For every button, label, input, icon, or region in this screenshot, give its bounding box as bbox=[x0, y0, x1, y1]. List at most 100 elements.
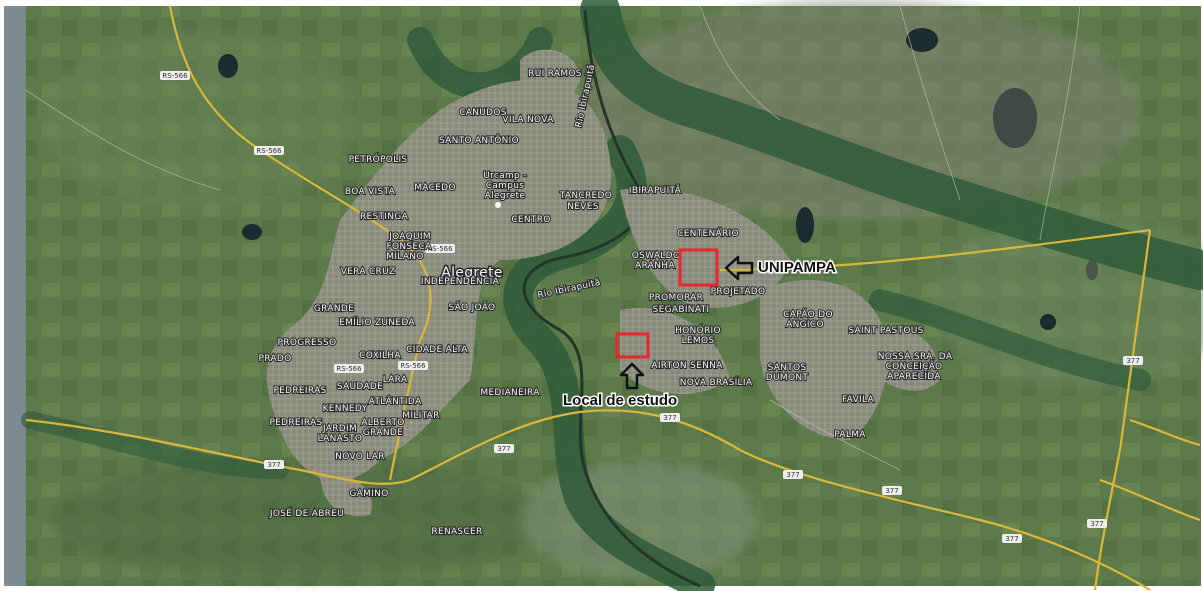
neighborhood-label-angico: ANGICO bbox=[786, 320, 824, 330]
neighborhood-label-cidade-alta: CIDADE ALTA bbox=[406, 345, 468, 355]
svg-text:RS-566: RS-566 bbox=[427, 245, 453, 253]
neighborhood-label-cohilha: COXILHA bbox=[359, 351, 401, 361]
neighborhood-label-militar: MILITAR bbox=[402, 411, 439, 421]
neighborhood-label-santo-antonio: SANTO ANTÔNIO bbox=[439, 134, 519, 146]
shield-rs566-3: RS-566 bbox=[425, 244, 455, 253]
lakes bbox=[218, 28, 1098, 330]
svg-text:Campus: Campus bbox=[486, 181, 524, 191]
unipampa-marker[interactable] bbox=[678, 248, 719, 287]
neighborhood-label-progresso: PROGRESSO bbox=[278, 338, 337, 348]
neighborhood-label-macedo: MACEDO bbox=[414, 183, 456, 193]
neighborhood-label-grande: GRANDE bbox=[314, 304, 354, 314]
svg-text:377: 377 bbox=[663, 414, 676, 422]
neighborhood-label-independencia: INDEPENDÊNCIA bbox=[421, 275, 500, 287]
neighborhood-label-emilio-luneda: EMÍLIO ZUNEDA bbox=[339, 316, 415, 328]
neighborhood-label-centenario: CENTENÁRIO bbox=[677, 227, 739, 239]
neighborhood-label-oswaldo: OSWALDO bbox=[632, 251, 681, 261]
neighborhood-label-vera-cruz: VERA CRUZ bbox=[341, 267, 396, 277]
neighborhood-label-atlantida: ATLÂNTIDA bbox=[369, 395, 422, 407]
unipampa-annotation: UNIPAMPA bbox=[758, 259, 836, 276]
neighborhood-label-nova-brasilia: NOVA BRASÍLIA bbox=[680, 376, 753, 388]
neighborhood-label-jose-de-abreu: JOSÉ DE ABREU bbox=[269, 507, 344, 519]
svg-text:RS-566: RS-566 bbox=[256, 147, 282, 155]
svg-text:Urcamp -: Urcamp - bbox=[483, 171, 527, 181]
neighborhood-label-canudos: CANUDOS bbox=[459, 108, 507, 118]
neighborhood-label-promorar: PROMORAR bbox=[649, 293, 703, 303]
svg-text:RS-566: RS-566 bbox=[336, 365, 362, 373]
svg-text:377: 377 bbox=[267, 461, 280, 469]
neighborhood-label-grande-2: GRANDE bbox=[363, 428, 403, 438]
svg-text:RS-566: RS-566 bbox=[400, 362, 426, 370]
neighborhood-label-joaquim: JOAQUIM bbox=[388, 232, 431, 242]
neighborhood-label-palma: PALMA bbox=[834, 430, 866, 440]
study-site-arrow-icon bbox=[619, 362, 645, 390]
shield-rs566-1: RS-566 bbox=[160, 71, 190, 80]
svg-text:Alegrete: Alegrete bbox=[485, 191, 526, 201]
neighborhood-label-tancredo: TANCREDO bbox=[559, 191, 612, 201]
neighborhood-label-neves: NEVES bbox=[567, 202, 598, 212]
neighborhood-label-projetado: PROJETADO bbox=[711, 287, 766, 297]
svg-text:377: 377 bbox=[497, 445, 510, 453]
neighborhood-label-restinga: RESTINGA bbox=[360, 212, 409, 222]
neighborhood-label-novo-lar: NOVO LAR bbox=[335, 452, 385, 462]
neighborhood-label-rui-ramos: RUI RAMOS bbox=[528, 69, 582, 79]
neighborhood-label-capao-do: CAPÃO DO bbox=[783, 309, 833, 320]
neighborhood-label-vila-nova: VILA NOVA bbox=[502, 115, 554, 125]
neighborhood-label-centro: CENTRO bbox=[511, 215, 550, 225]
shield-377-4: 377 bbox=[783, 470, 803, 479]
neighborhood-label-milano: MILANO bbox=[386, 252, 423, 262]
neighborhood-label-alberto: ALBERTO bbox=[361, 418, 404, 428]
neighborhood-label-jardim: JARDIM bbox=[322, 424, 357, 434]
neighborhood-label-prado: PRADO bbox=[259, 354, 292, 364]
shield-377-3: 377 bbox=[660, 413, 680, 422]
rivers bbox=[522, 9, 701, 588]
shield-377-5: 377 bbox=[882, 486, 902, 495]
neighborhood-label-pedreiras: PEDREIRAS bbox=[273, 386, 326, 396]
urban-area bbox=[266, 49, 940, 516]
road-shields: RS-566 RS-566 RS-566 RS-566 RS-566 377 3… bbox=[160, 71, 1143, 543]
shield-rs566-2: RS-566 bbox=[254, 146, 284, 155]
shield-377-7: 377 bbox=[1087, 519, 1107, 528]
neighborhood-label-nossa-sra: NOSSA SRA. DA bbox=[878, 352, 953, 362]
neighborhood-label-sao-joao: SÃO JOÃO bbox=[449, 302, 496, 313]
svg-text:377: 377 bbox=[1090, 520, 1103, 528]
svg-text:377: 377 bbox=[885, 487, 898, 495]
neighborhood-label-santos: SANTOS bbox=[768, 363, 807, 373]
svg-text:377: 377 bbox=[1126, 357, 1139, 365]
svg-text:377: 377 bbox=[786, 471, 799, 479]
neighborhood-label-ibirapuita: IBIRAPUITÃ bbox=[629, 185, 682, 196]
neighborhood-label-honorio: HONÓRIO bbox=[675, 324, 721, 336]
neighborhood-label-aranha: ARANHA bbox=[635, 261, 675, 271]
shield-377-6: 377 bbox=[1002, 534, 1022, 543]
neighborhood-label-airton-senna: AIRTON SENNA bbox=[651, 361, 723, 371]
unipampa-arrow-icon bbox=[724, 255, 754, 281]
study-site-annotation: Local de estudo bbox=[563, 392, 677, 409]
neighborhood-label-aparecida: APARECIDA bbox=[887, 372, 941, 382]
neighborhood-label-gamino: GAMINO bbox=[349, 489, 388, 499]
shield-rs566-4: RS-566 bbox=[334, 364, 364, 373]
shield-377-8: 377 bbox=[1123, 356, 1143, 365]
neighborhood-label-lanasto: LANASTO bbox=[318, 434, 363, 444]
neighborhood-label-fonseca: FONSECA bbox=[387, 242, 432, 252]
study-site-marker[interactable] bbox=[615, 332, 650, 359]
neighborhood-label-renascer: RENASCER bbox=[431, 527, 482, 537]
neighborhood-label-saint-pastous: SAINT PASTOUS bbox=[848, 326, 923, 336]
neighborhood-label-kennedy: KENNEDY bbox=[323, 404, 368, 414]
campus-label: Urcamp - Campus Alegrete bbox=[482, 170, 527, 202]
shield-377-2: 377 bbox=[494, 444, 514, 453]
neighborhood-label-pedreiras-2: PEDREIRAS bbox=[269, 418, 322, 428]
neighborhood-label-dumont: DUMONT bbox=[766, 373, 809, 383]
neighborhood-label-boa-vista: BOA VISTA bbox=[345, 187, 396, 197]
side-strip bbox=[4, 6, 26, 586]
svg-text:377: 377 bbox=[1005, 535, 1018, 543]
shield-377-1: 377 bbox=[264, 460, 284, 469]
city-label: Alegrete bbox=[441, 265, 503, 281]
neighborhood-label-medianeira: MEDIANEIRA bbox=[480, 388, 540, 398]
shield-rs566-5: RS-566 bbox=[398, 361, 428, 370]
neighborhood-label-lemos: LEMOS bbox=[682, 336, 715, 346]
neighborhood-label-favila: FAVILA bbox=[842, 395, 874, 405]
svg-text:RS-566: RS-566 bbox=[162, 72, 188, 80]
road-lines-minor bbox=[25, 5, 1081, 471]
